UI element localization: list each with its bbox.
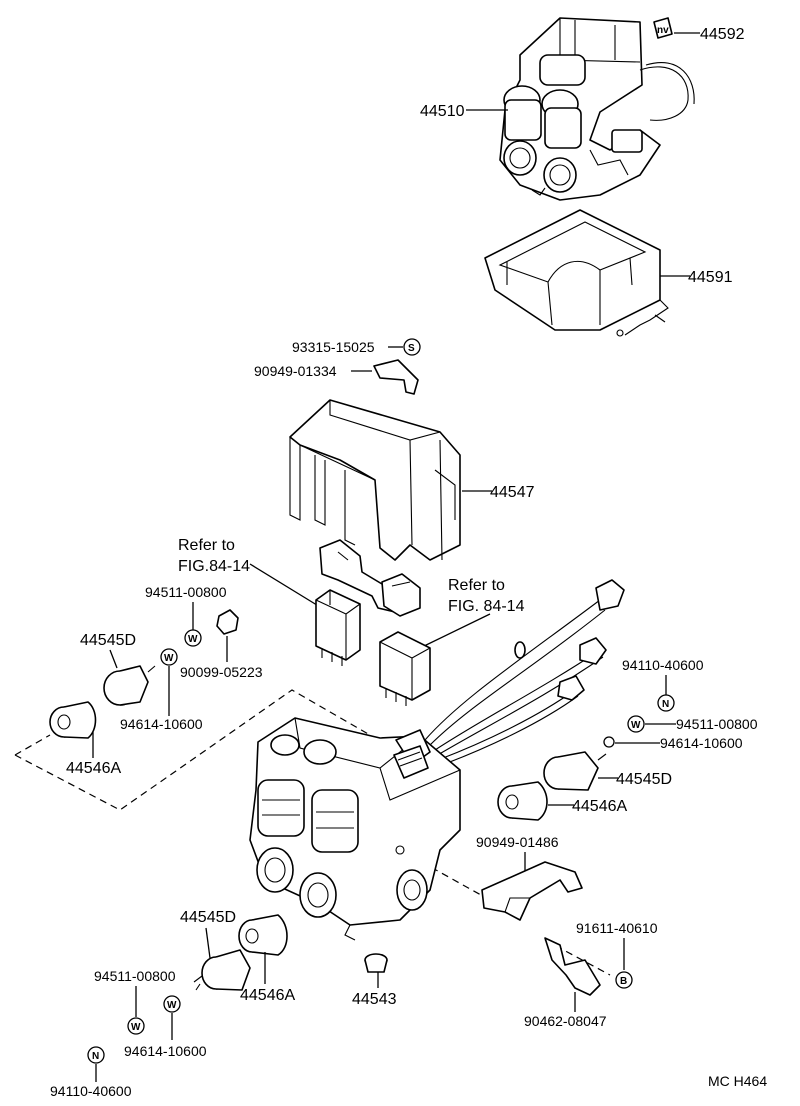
label-90099-05223: 90099-05223 bbox=[180, 664, 263, 680]
refer-fig-label-1: FIG.84-14 bbox=[178, 558, 250, 575]
label-90462-08047: 90462-08047 bbox=[524, 1013, 607, 1029]
label-44543: 44543 bbox=[352, 991, 397, 1008]
relay-bracket bbox=[319, 539, 421, 617]
label-94511-00800-top: 94511-00800 bbox=[145, 584, 227, 600]
label-90949-01334: 90949-01334 bbox=[254, 363, 337, 379]
label-44592: 44592 bbox=[700, 26, 745, 43]
label-94511-00800-bottom: 94511-00800 bbox=[94, 968, 176, 984]
symbol-s: S bbox=[408, 343, 415, 354]
nut-90099-05223 bbox=[216, 609, 239, 635]
cover-44547 bbox=[289, 399, 461, 561]
actuator-assembly-44510 bbox=[499, 17, 695, 201]
figure-code: MC H464 bbox=[708, 1073, 767, 1089]
label-44545D-bottom: 44545D bbox=[180, 909, 236, 926]
wiring-harness bbox=[424, 579, 625, 766]
symbol-w-1: W bbox=[188, 634, 198, 645]
svg-text:nv: nv bbox=[657, 25, 669, 36]
label-93315-15025: 93315-15025 bbox=[292, 339, 375, 355]
label-90949-01486: 90949-01486 bbox=[476, 834, 559, 850]
symbol-n-2: N bbox=[92, 1051, 99, 1062]
relay-right bbox=[379, 631, 431, 706]
symbol-n-1: N bbox=[662, 699, 669, 710]
bracket-tray-44591 bbox=[484, 209, 669, 337]
clamp-90949-01334 bbox=[373, 359, 419, 395]
refer-to-label-2: Refer to bbox=[448, 577, 505, 594]
label-44510: 44510 bbox=[420, 103, 465, 120]
symbol-n-circle-1 bbox=[657, 694, 675, 712]
grommet-44545D-bottom bbox=[193, 949, 251, 991]
label-44545D-left: 44545D bbox=[80, 632, 136, 649]
grommet-44545D-left bbox=[103, 665, 156, 706]
label-94110-40600-right: 94110-40600 bbox=[622, 657, 704, 673]
symbol-b: B bbox=[620, 976, 627, 987]
symbol-b-circle bbox=[615, 971, 633, 989]
refer-to-label-1: Refer to bbox=[178, 537, 235, 554]
symbol-w-2: W bbox=[164, 653, 174, 664]
label-94110-40600-bottom: 94110-40600 bbox=[50, 1083, 132, 1099]
label-44547: 44547 bbox=[490, 484, 535, 501]
label-94614-10600-right: 94614-10600 bbox=[660, 735, 743, 751]
grommet-44545D-right bbox=[543, 751, 607, 791]
symbol-w-circle-1 bbox=[184, 629, 202, 647]
plug-44543 bbox=[364, 953, 388, 973]
hydraulic-unit bbox=[249, 717, 461, 941]
label-91611-40610: 91611-40610 bbox=[576, 920, 658, 936]
label-44546A-left: 44546A bbox=[66, 760, 121, 777]
washer-94614-right bbox=[603, 736, 615, 748]
label-94511-00800-right: 94511-00800 bbox=[676, 716, 758, 732]
label-44591: 44591 bbox=[688, 269, 733, 286]
symbol-w-3: W bbox=[631, 720, 641, 731]
symbol-s-circle bbox=[403, 338, 421, 356]
label-44546A-right: 44546A bbox=[572, 798, 627, 815]
symbol-w-circle-5 bbox=[163, 995, 181, 1013]
refer-fig-label-2: FIG. 84-14 bbox=[448, 598, 525, 615]
symbol-n-circle-2 bbox=[87, 1046, 105, 1064]
label-part-44592: nv 44592 bbox=[653, 17, 745, 43]
assembly-guide-left bbox=[14, 689, 371, 811]
label-94614-10600-bottom: 94614-10600 bbox=[124, 1043, 207, 1059]
symbol-w-circle-3 bbox=[627, 715, 645, 733]
cushion-44546A-left bbox=[49, 701, 97, 739]
cushion-44546A-bottom bbox=[238, 914, 288, 956]
symbol-w-circle-2 bbox=[160, 648, 178, 666]
symbol-w-circle-4 bbox=[127, 1017, 145, 1035]
symbol-w-4: W bbox=[131, 1022, 141, 1033]
label-44546A-bottom: 44546A bbox=[240, 987, 295, 1004]
relay-left bbox=[315, 589, 361, 666]
bracket-90462-08047 bbox=[544, 937, 601, 996]
label-94614-10600-left: 94614-10600 bbox=[120, 716, 203, 732]
cushion-44546A-right bbox=[497, 781, 548, 821]
bracket-90949-01486 bbox=[481, 861, 583, 921]
symbol-w-5: W bbox=[167, 1000, 177, 1011]
label-44545D-right: 44545D bbox=[616, 771, 672, 788]
